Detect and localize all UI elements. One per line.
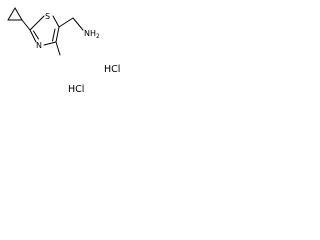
cyclopropyl-bond xyxy=(14,7,23,21)
ring-bond-c4-n xyxy=(43,41,57,46)
ring-bond-c5-c4-inner xyxy=(52,28,56,42)
methyl-bond xyxy=(55,41,61,56)
sulfur-atom-label: S xyxy=(45,12,50,21)
cyclopropyl-bond xyxy=(7,7,16,21)
hcl-salt-label-1: HCl xyxy=(104,64,121,75)
hcl-salt-label-2: HCl xyxy=(68,84,85,95)
bond-lines xyxy=(7,7,84,56)
chemical-structure-canvas: S N NH2 HCl HCl xyxy=(0,0,142,100)
amine-group-label: NH2 xyxy=(84,29,100,40)
ring-bond-c2-s xyxy=(29,15,45,31)
ring-bond-n-c2 xyxy=(29,29,37,43)
amine-label: NH xyxy=(84,29,96,38)
ring-bond-n-c2-inner xyxy=(33,30,39,40)
amine-subscript: 2 xyxy=(96,33,100,40)
amine-bond xyxy=(72,17,84,31)
ring-bond-c5-c4 xyxy=(55,26,60,43)
methylene-bond xyxy=(58,17,74,28)
molecule-structure: S N NH2 xyxy=(7,7,100,56)
ring-bond-s-c5 xyxy=(52,15,60,28)
cyclopropyl-attachment-bond xyxy=(21,19,31,31)
ring-nitrogen-label: N xyxy=(36,41,42,50)
